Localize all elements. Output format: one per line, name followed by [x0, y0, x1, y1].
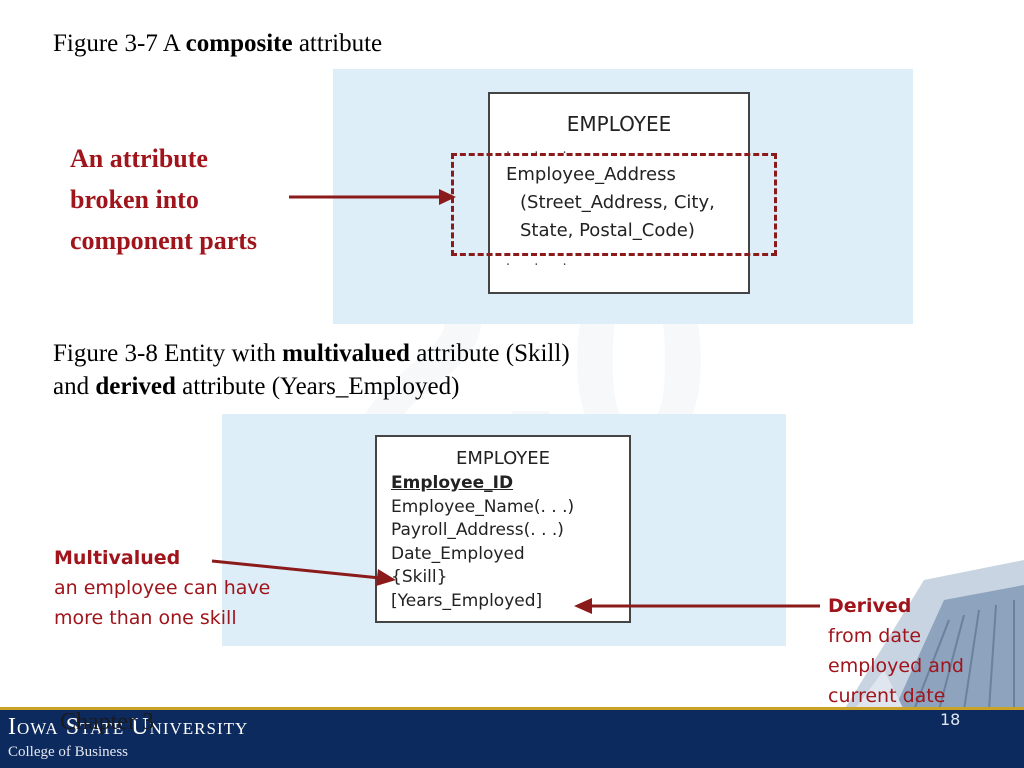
- figure-3-8-title-line2: and derived attribute (Years_Employed): [53, 372, 460, 400]
- employee-entity-box: EMPLOYEE . . . Employee_Address (Street_…: [488, 92, 750, 294]
- derived-heading: Derived: [828, 595, 912, 617]
- derived-line: from date: [828, 625, 922, 647]
- composite-attribute-parts-2: State, Postal_Code): [520, 220, 695, 241]
- multivalued-arrow: [211, 559, 396, 586]
- composite-annotation-line: component parts: [70, 226, 258, 255]
- employee-entity-box-2: EMPLOYEE Employee_ID Employee_Name(. . .…: [375, 435, 631, 623]
- composite-attribute-parts-1: (Street_Address, City,: [520, 192, 715, 213]
- attribute-item: Employee_Name(. . .): [391, 496, 575, 517]
- attribute-list: Employee_ID Employee_Name(. . .) Payroll…: [391, 472, 574, 613]
- ellipsis-bottom: . . .: [506, 254, 577, 269]
- footer-rule: [0, 707, 1024, 710]
- composite-annotation-line: An attribute: [70, 144, 208, 173]
- entity-name: EMPLOYEE: [566, 112, 672, 136]
- multivalued-heading: Multivalued: [54, 547, 181, 569]
- composite-annotation-line: broken into: [70, 185, 199, 214]
- multivalued-annotation: Multivalued an employee can have more th…: [54, 543, 270, 633]
- figure-3-8-title: Figure 3-8 Entity with multivalued attri…: [53, 338, 570, 403]
- university-logo-text: Iowa State University: [8, 714, 249, 740]
- derived-line: current date: [828, 685, 946, 707]
- attribute-identifier: Employee_ID: [391, 473, 514, 493]
- college-name: College of Business: [8, 744, 128, 760]
- building-image: [844, 560, 1024, 710]
- figure-3-8-title-line1: Figure 3-8 Entity with multivalued attri…: [53, 340, 570, 367]
- attribute-multivalued: {Skill}: [391, 567, 448, 587]
- derived-line: employed and: [828, 655, 964, 677]
- derived-annotation: Derived from date employed and current d…: [828, 591, 964, 711]
- multivalued-line: more than one skill: [54, 607, 237, 629]
- chapter-label: Chapter 3: [60, 709, 154, 735]
- composite-arrow: [289, 189, 456, 205]
- composite-attribute-name: Employee_Address: [506, 164, 676, 185]
- composite-highlight-box: [451, 153, 777, 256]
- attribute-item: Date_Employed: [391, 543, 525, 564]
- entity-name: EMPLOYEE: [455, 448, 551, 469]
- figure-3-7-title: Figure 3-7 A composite attribute: [53, 30, 383, 57]
- slide-number: 18: [940, 710, 961, 729]
- attribute-derived: [Years_Employed]: [391, 590, 543, 611]
- derived-arrow: [574, 598, 820, 614]
- footer-bar: [0, 710, 1024, 768]
- attribute-item: Payroll_Address(. . .): [391, 520, 564, 540]
- composite-annotation: An attribute broken into component parts: [70, 138, 257, 261]
- multivalued-line: an employee can have: [54, 577, 271, 599]
